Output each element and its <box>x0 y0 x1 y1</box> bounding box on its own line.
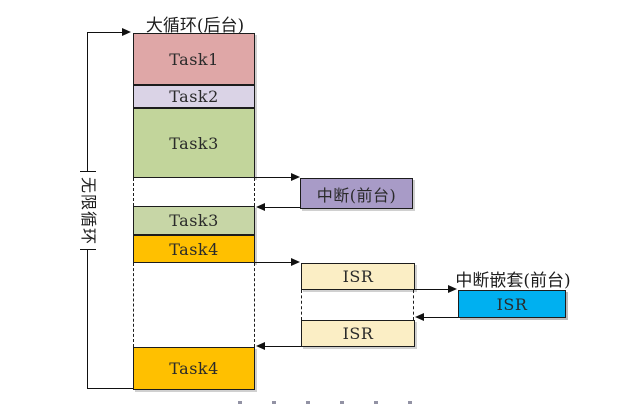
background-loop-title: 大循环(后台) <box>145 16 245 36</box>
cutoff-caption-fragment <box>238 401 418 404</box>
task3-resume-box: Task3 <box>133 206 255 235</box>
task1-box: Task1 <box>133 33 255 85</box>
arrow-from-isr2-head-icon <box>256 342 265 350</box>
arrow-from-isr2-line <box>264 346 301 347</box>
task4-resume-label: Task4 <box>169 359 219 378</box>
arrow-from-interrupt-line <box>264 207 300 208</box>
loop-tick-top <box>80 171 96 172</box>
task2-box: Task2 <box>133 85 255 108</box>
nested-isr-box: ISR <box>458 290 566 318</box>
arrow-from-nested-line <box>423 317 458 318</box>
task3-label: Task3 <box>169 133 219 153</box>
arrow-to-isr1-head-icon <box>291 258 300 266</box>
isr2-box: ISR <box>301 320 415 347</box>
interrupt-box: 中断(前台) <box>300 178 413 209</box>
loop-vertical-line-lower <box>87 249 88 389</box>
isr2-label: ISR <box>342 324 374 343</box>
isr1-label: ISR <box>342 267 374 286</box>
loop-top-line <box>87 32 124 33</box>
stack-gap-isr <box>133 263 255 347</box>
task3-box: Task3 <box>133 108 255 178</box>
task2-label: Task2 <box>169 87 219 106</box>
task4-resume-box: Task4 <box>133 347 255 390</box>
loop-arrowhead-icon <box>122 28 131 36</box>
loop-vertical-line-upper <box>87 32 88 172</box>
task4-label: Task4 <box>169 239 219 259</box>
isr-gap-dashed-left <box>301 290 302 320</box>
task3-resume-label: Task3 <box>169 211 219 230</box>
isr1-box: ISR <box>301 263 415 290</box>
arrow-to-interrupt-head-icon <box>291 173 300 181</box>
arrow-from-interrupt-head-icon <box>256 203 265 211</box>
interrupt-label: 中断(前台) <box>316 185 397 205</box>
loop-tick-bottom <box>80 249 96 250</box>
arrow-to-isr1-line <box>255 262 293 263</box>
arrow-to-nested-head-icon <box>448 285 457 293</box>
infinite-loop-label: 无限循环 <box>78 172 98 250</box>
isr-gap-dashed-right <box>413 290 414 320</box>
nested-isr-label: ISR <box>496 294 528 314</box>
task1-label: Task1 <box>169 49 219 69</box>
arrow-from-nested-head-icon <box>415 313 424 321</box>
stack-gap-interrupt <box>133 178 255 206</box>
loop-bottom-line <box>87 388 134 389</box>
arrow-to-nested-line <box>414 289 450 290</box>
task4-box: Task4 <box>133 235 255 263</box>
nested-interrupt-title: 中断嵌套(前台) <box>455 271 571 291</box>
arrow-to-interrupt-line <box>255 177 293 178</box>
